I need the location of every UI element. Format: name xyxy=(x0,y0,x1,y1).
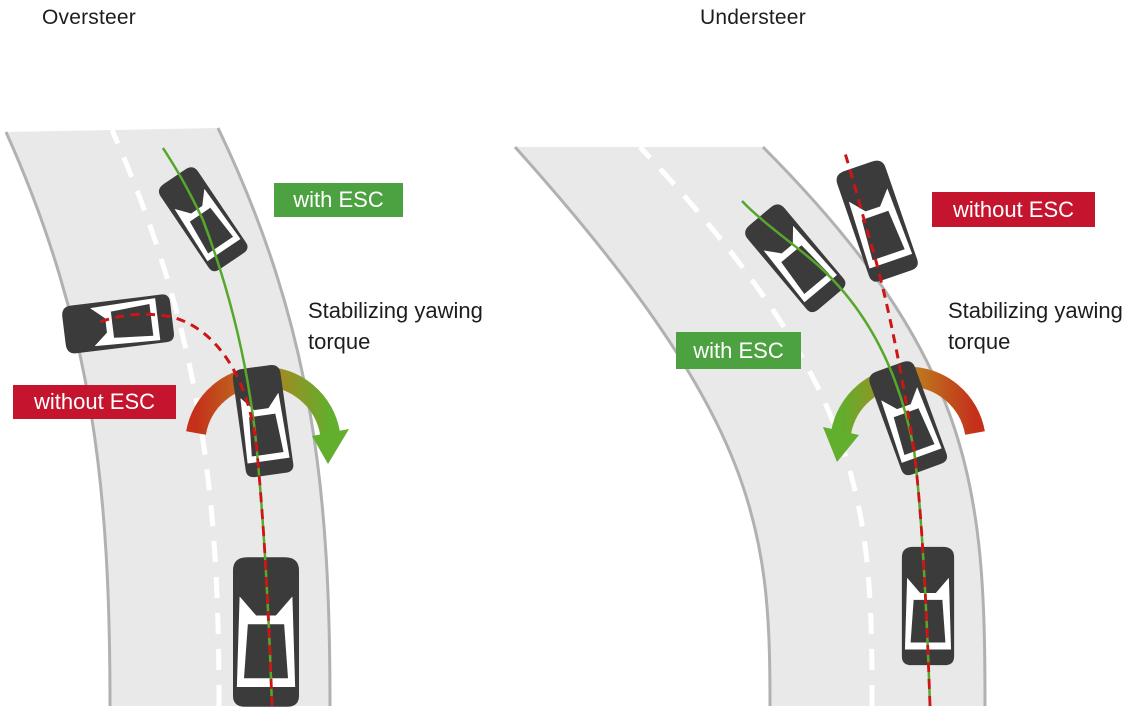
path-without-esc-line xyxy=(253,431,274,707)
panel-title: Oversteer xyxy=(42,6,136,29)
torque-label: Stabilizing yawing torque xyxy=(948,298,1123,354)
without-esc-badge: without ESC xyxy=(932,192,1095,227)
path-with-esc-line xyxy=(741,200,916,451)
road-edge-right xyxy=(761,145,987,707)
torque-label: Stabilizing yawing torque xyxy=(308,298,483,354)
path-without-esc-line xyxy=(912,449,932,707)
without-esc-badge: without ESC xyxy=(13,385,176,419)
panel-title: Understeer xyxy=(700,6,806,29)
road-scene-understeer xyxy=(513,145,987,707)
with-esc-badge: with ESC xyxy=(274,183,403,217)
lane-divider-line xyxy=(109,128,222,707)
with-esc-badge: with ESC xyxy=(676,332,801,369)
trajectories xyxy=(99,147,274,707)
path-without-esc-line xyxy=(99,312,257,437)
path-with-esc-line xyxy=(161,147,257,433)
trajectories xyxy=(741,149,932,707)
road-edge-right xyxy=(216,127,332,707)
road-edge-left xyxy=(513,145,772,707)
